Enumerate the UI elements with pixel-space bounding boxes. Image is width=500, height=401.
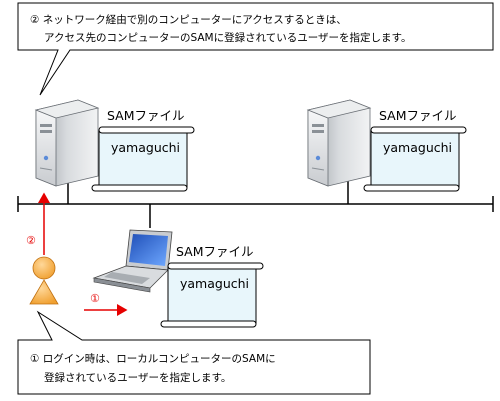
scroll-user: yamaguchi [383,140,452,155]
scroll-user: yamaguchi [180,276,249,291]
callout-top: ② ネットワーク経由で別のコンピューターにアクセスするときは、 アクセス先のコン… [17,2,494,96]
network-line [17,180,494,228]
sam-file-label: SAMファイル [107,108,185,123]
laptop-icon [92,229,173,293]
sam-scroll: yamaguchi [363,126,467,192]
server-icon [306,99,372,187]
step2-marker: ② [26,234,36,247]
sam-scroll: yamaguchi [160,262,264,328]
sam-file-label: SAMファイル [176,244,254,259]
laptop: yamaguchi SAMファイル [92,229,264,328]
step1-marker: ① [90,292,100,305]
user-person-icon [29,256,59,305]
server-right: yamaguchi SAMファイル [306,99,467,192]
server-left: yamaguchi SAMファイル [34,99,195,192]
callout-bottom-line2: 登録されているユーザーを指定します。 [44,371,231,384]
sam-file-label: SAMファイル [379,108,457,123]
callout-top-line1: ② ネットワーク経由で別のコンピューターにアクセスするときは、 [30,13,347,26]
server-icon [34,99,100,187]
callout-top-line2: アクセス先のコンピューターのSAMに登録されているユーザーを指定します。 [44,31,412,44]
scroll-user: yamaguchi [111,140,180,155]
callout-bottom-line1: ① ログイン時は、ローカルコンピューターのSAMに [30,352,276,365]
callout-bottom: ① ログイン時は、ローカルコンピューターのSAMに 登録されているユーザーを指定… [17,310,371,395]
sam-scroll: yamaguchi [91,126,195,192]
